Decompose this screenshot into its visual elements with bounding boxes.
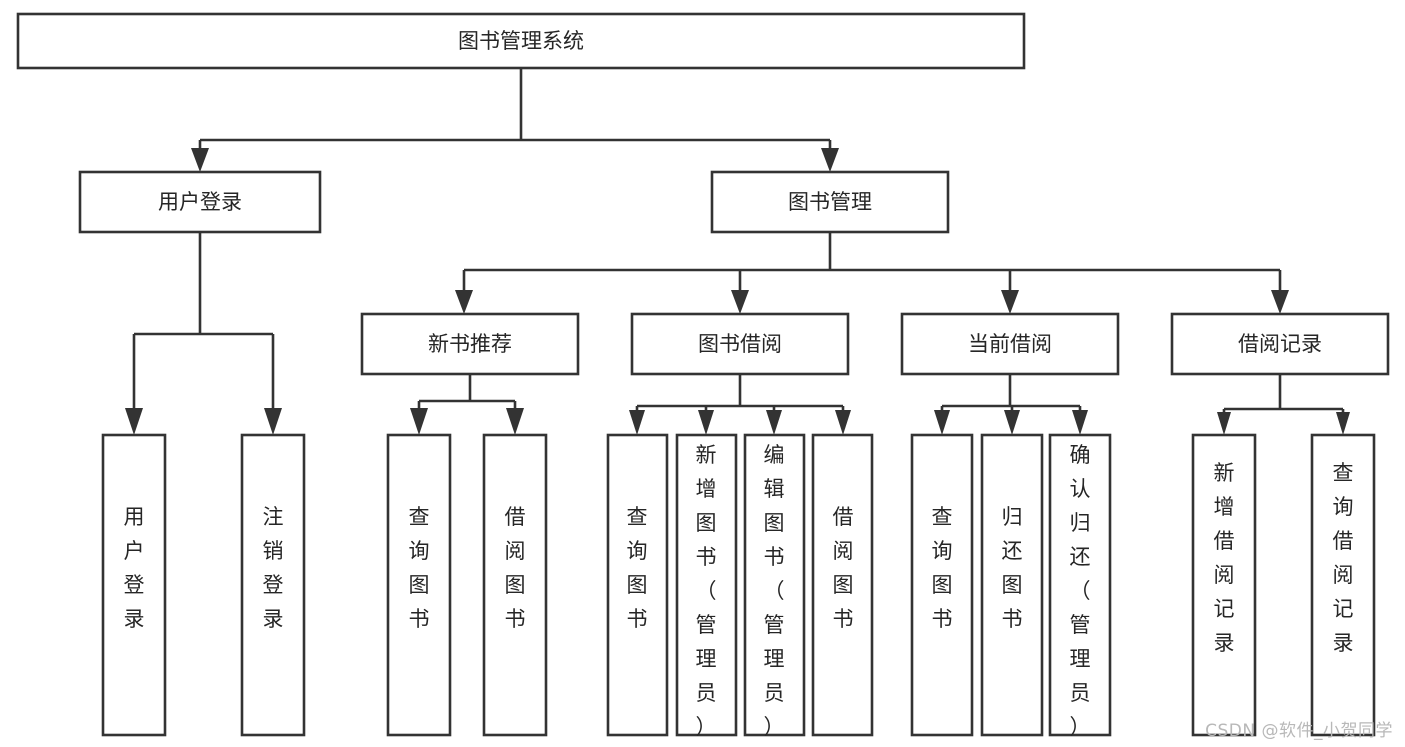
node-box: [482, 433, 548, 737]
node-box: [1191, 433, 1257, 737]
node-leaf-add-record[interactable]: 新增借阅记录: [1191, 433, 1257, 737]
arrowhead-icon: [629, 410, 645, 435]
arrowhead-icon: [1072, 410, 1088, 435]
node-box: [16, 12, 1026, 70]
node-box: [630, 312, 850, 376]
arrowhead-icon: [410, 408, 428, 435]
node-box: [1048, 433, 1112, 737]
node-leaf-confirm-return[interactable]: 确认归还（管理员）: [1048, 433, 1112, 739]
node-label: 查询图书: [932, 505, 953, 631]
arrowhead-icon: [1336, 412, 1350, 435]
node-label: 编辑图书（管理员）: [764, 443, 785, 739]
node-label: 借阅记录: [1238, 332, 1322, 356]
node-label: 图书借阅: [698, 332, 782, 356]
node-label: 确认归还（管理员）: [1070, 443, 1091, 739]
node-box: [1310, 433, 1376, 737]
node-leaf-query-book-1[interactable]: 查询图书: [386, 433, 452, 737]
connector-group-book-borrow: [629, 374, 851, 435]
node-box: [811, 433, 874, 737]
node-box: [675, 433, 738, 737]
arrowhead-icon: [698, 410, 714, 435]
arrowhead-icon: [821, 148, 839, 172]
connector-group-root: [191, 68, 839, 172]
node-label: 新增借阅记录: [1214, 461, 1235, 655]
node-book-manage[interactable]: 图书管理: [710, 170, 950, 234]
arrowhead-icon: [264, 408, 282, 435]
arrowhead-icon: [125, 408, 143, 435]
connector-group-user-login: [125, 232, 282, 435]
arrowhead-icon: [1217, 412, 1231, 435]
node-label: 新增图书（管理员）: [696, 443, 717, 739]
node-label: 归还图书: [1002, 505, 1023, 631]
node-leaf-user-login[interactable]: 用户登录: [101, 433, 167, 737]
node-leaf-edit-book[interactable]: 编辑图书（管理员）: [743, 433, 806, 739]
node-leaf-query-book-3[interactable]: 查询图书: [910, 433, 974, 737]
node-user-login[interactable]: 用户登录: [78, 170, 322, 234]
arrowhead-icon: [835, 410, 851, 435]
node-box: [101, 433, 167, 737]
node-leaf-borrow-book-2[interactable]: 借阅图书: [811, 433, 874, 737]
node-current-borrow[interactable]: 当前借阅: [900, 312, 1120, 376]
node-box: [386, 433, 452, 737]
node-book-borrow[interactable]: 图书借阅: [630, 312, 850, 376]
node-borrow-record[interactable]: 借阅记录: [1170, 312, 1390, 376]
arrowhead-icon: [1271, 290, 1289, 314]
node-box: [1170, 312, 1390, 376]
node-box: [910, 433, 974, 737]
node-label: 借阅图书: [833, 505, 854, 631]
node-box: [743, 433, 806, 737]
arrowhead-icon: [506, 408, 524, 435]
connector-group-new-book-recommend: [410, 374, 524, 435]
arrowhead-icon: [455, 290, 473, 314]
node-label: 查询借阅记录: [1333, 461, 1354, 655]
arrowhead-icon: [191, 148, 209, 172]
node-label: 图书管理: [788, 190, 872, 214]
node-leaf-query-book-2[interactable]: 查询图书: [606, 433, 669, 737]
node-label: 新书推荐: [428, 332, 512, 356]
node-root-book-management-system[interactable]: 图书管理系统: [16, 12, 1026, 70]
arrowhead-icon: [766, 410, 782, 435]
arrowhead-icon: [731, 290, 749, 314]
node-label: 当前借阅: [968, 332, 1052, 356]
arrowhead-icon: [934, 410, 950, 435]
connector-group-current-borrow: [934, 374, 1088, 435]
node-leaf-return-book[interactable]: 归还图书: [980, 433, 1044, 737]
node-label: 用户登录: [124, 505, 145, 631]
node-box: [980, 433, 1044, 737]
node-label: 查询图书: [627, 505, 648, 631]
node-leaf-user-logout[interactable]: 注销登录: [240, 433, 306, 737]
node-box: [240, 433, 306, 737]
node-leaf-add-book[interactable]: 新增图书（管理员）: [675, 433, 738, 739]
node-box: [360, 312, 580, 376]
node-label: 图书管理系统: [458, 29, 584, 53]
node-label: 注销登录: [263, 505, 284, 631]
node-leaf-borrow-book-1[interactable]: 借阅图书: [482, 433, 548, 737]
node-new-book-recommend[interactable]: 新书推荐: [360, 312, 580, 376]
node-label: 查询图书: [409, 505, 430, 631]
node-box: [900, 312, 1120, 376]
node-box: [710, 170, 950, 234]
connector-group-borrow-record: [1217, 374, 1350, 435]
node-box: [606, 433, 669, 737]
node-box: [78, 170, 322, 234]
connector-group-book-manage: [455, 232, 1289, 314]
node-leaf-query-record[interactable]: 查询借阅记录: [1310, 433, 1376, 737]
node-label: 用户登录: [158, 190, 242, 214]
arrowhead-icon: [1001, 290, 1019, 314]
arrowhead-icon: [1004, 410, 1020, 435]
node-label: 借阅图书: [505, 505, 526, 631]
